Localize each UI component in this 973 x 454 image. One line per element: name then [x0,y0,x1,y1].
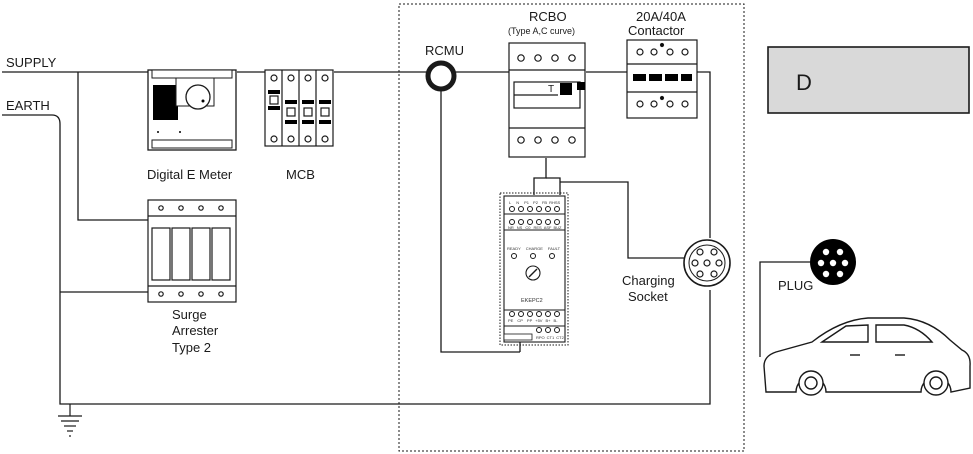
charger-enclosure [398,3,745,452]
charging-socket-icon [683,239,731,287]
rcbo [508,42,586,158]
surge-label-3: Type 2 [172,340,211,355]
socket-label-1: Charging [622,273,675,288]
mcb-label: MCB [286,167,315,182]
rcbo-subtitle: (Type A,C curve) [508,26,575,36]
surge-label-1: Surge [172,307,207,322]
ekepc2-controller [499,192,569,346]
electric-car-icon [763,317,971,396]
wires [2,71,810,405]
contactor-rating: 20A/40A [636,9,686,24]
rcmu-sensor [425,60,457,92]
rcmu-label: RCMU [425,43,464,58]
mode-box [767,46,970,114]
surge-arrester [147,199,237,303]
mcb [264,69,334,147]
contactor [626,39,698,119]
surge-label-2: Arrester [172,323,219,338]
rcbo-test-label: T [548,84,554,95]
contactor-label: Contactor [628,23,685,38]
mode-box-label: D [796,70,812,95]
digital-e-meter [147,69,237,151]
meter-label: Digital E Meter [147,167,233,182]
earth-label: EARTH [6,98,50,113]
socket-label-2: Socket [628,289,668,304]
ground-symbol-icon [58,404,82,437]
plug-icon [810,239,856,285]
supply-label: SUPPLY [6,55,57,70]
plug-label: PLUG [778,278,813,293]
controller-model: EKEPC2 [521,298,543,304]
rcbo-title: RCBO [529,9,567,24]
